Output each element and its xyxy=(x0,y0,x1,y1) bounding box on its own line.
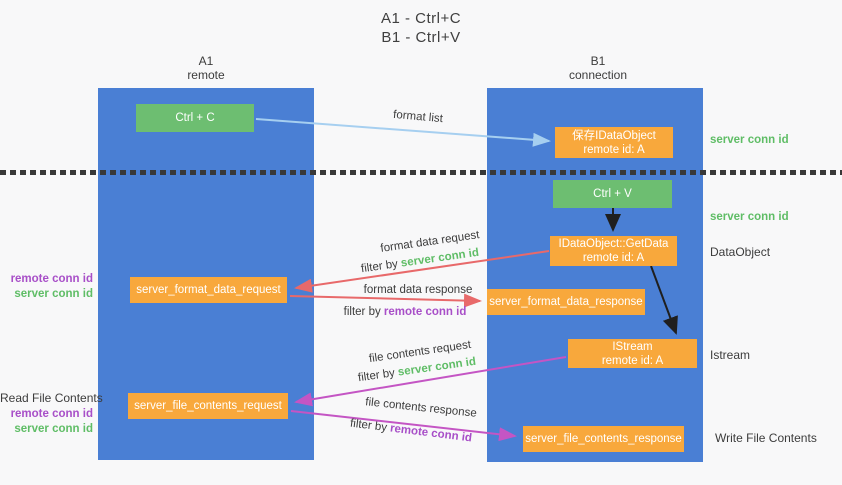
node-server-format-data-request: server_format_data_request xyxy=(130,277,287,303)
side-label-istream: Istream xyxy=(710,348,751,362)
dashed-separator-line xyxy=(0,170,842,175)
remote-conn-id-text: remote conn id xyxy=(389,422,473,445)
node-istream-line1: IStream xyxy=(612,340,653,353)
side-label-conn-ids-file: remote conn id server conn id xyxy=(0,407,93,437)
side-label-read-file-contents: Read File Contents xyxy=(0,391,103,405)
side-label-server-conn-id-mid: server conn id xyxy=(710,211,789,223)
node-server-file-contents-response: server_file_contents_response xyxy=(523,426,684,452)
lane-a1-subtitle: remote xyxy=(187,68,225,82)
side-label-server-conn-id-1: server conn id xyxy=(14,288,93,300)
side-label-conn-ids-format: remote conn id server conn id xyxy=(0,272,93,302)
node-format-request-label: server_format_data_request xyxy=(136,284,281,296)
node-ctrl-c-label: Ctrl + C xyxy=(175,112,215,124)
node-format-response-label: server_format_data_response xyxy=(489,296,643,308)
node-file-request-label: server_file_contents_request xyxy=(134,400,282,412)
arrow-format-data-response xyxy=(289,293,482,308)
lane-b1-subtitle: connection xyxy=(568,68,628,82)
lane-b1-name: B1 xyxy=(590,54,606,68)
side-label-remote-conn-id-1: remote conn id xyxy=(10,273,93,285)
diagram-title: A1 - Ctrl+C B1 - Ctrl+V xyxy=(0,9,842,47)
node-ctrl-c: Ctrl + C xyxy=(136,104,254,132)
node-save-idataobject: 保存IDataObject remote id: A xyxy=(555,127,673,158)
node-save-idataobject-line2: remote id: A xyxy=(583,143,645,156)
node-ctrl-v-label: Ctrl + V xyxy=(593,188,632,200)
lane-header-a1: A1 remote xyxy=(146,54,266,82)
side-label-server-conn-id-top: server conn id xyxy=(710,134,789,146)
side-label-dataobject: DataObject xyxy=(710,245,771,259)
node-istream-line2: remote id: A xyxy=(601,354,664,367)
edge-label-format-data-response: format data response xyxy=(363,284,473,296)
lane-header-b1: B1 connection xyxy=(538,54,658,82)
node-file-response-label: server_file_contents_response xyxy=(525,433,682,445)
node-ctrl-v: Ctrl + V xyxy=(553,180,672,208)
node-istream: IStream remote id: A xyxy=(568,339,697,368)
side-label-write-file-contents: Write File Contents xyxy=(715,431,817,445)
node-server-file-contents-request: server_file_contents_request xyxy=(128,393,288,419)
filter-by-text: filter by xyxy=(357,366,399,385)
lane-a1-name: A1 xyxy=(198,54,214,68)
edge-label-filter-server-1: filter by server conn id xyxy=(360,247,479,275)
filter-by-text: filter by xyxy=(349,417,391,435)
node-getdata-line1: IDataObject::GetData xyxy=(558,238,669,250)
edge-label-filter-remote-2: filter by remote conn id xyxy=(349,418,472,445)
edge-label-file-contents-response: file contents response xyxy=(364,396,478,420)
edge-label-filter-remote-1: filter by remote conn id xyxy=(344,306,467,318)
node-getdata-line2: remote id: A xyxy=(582,252,645,264)
title-line-a1: A1 - Ctrl+C xyxy=(380,10,462,27)
node-idataobject-getdata: IDataObject::GetData remote id: A xyxy=(550,236,677,266)
side-label-server-conn-id-2: server conn id xyxy=(14,423,93,435)
node-save-idataobject-line1: 保存IDataObject xyxy=(572,129,656,142)
side-label-remote-conn-id-2: remote conn id xyxy=(10,408,93,420)
filter-by-text: filter by xyxy=(360,257,402,276)
title-line-b1: B1 - Ctrl+V xyxy=(381,29,461,46)
edge-label-format-list: format list xyxy=(392,108,444,126)
node-server-format-data-response: server_format_data_response xyxy=(487,289,645,315)
remote-conn-id-text: remote conn id xyxy=(383,306,467,318)
filter-by-text: filter by xyxy=(343,306,384,318)
